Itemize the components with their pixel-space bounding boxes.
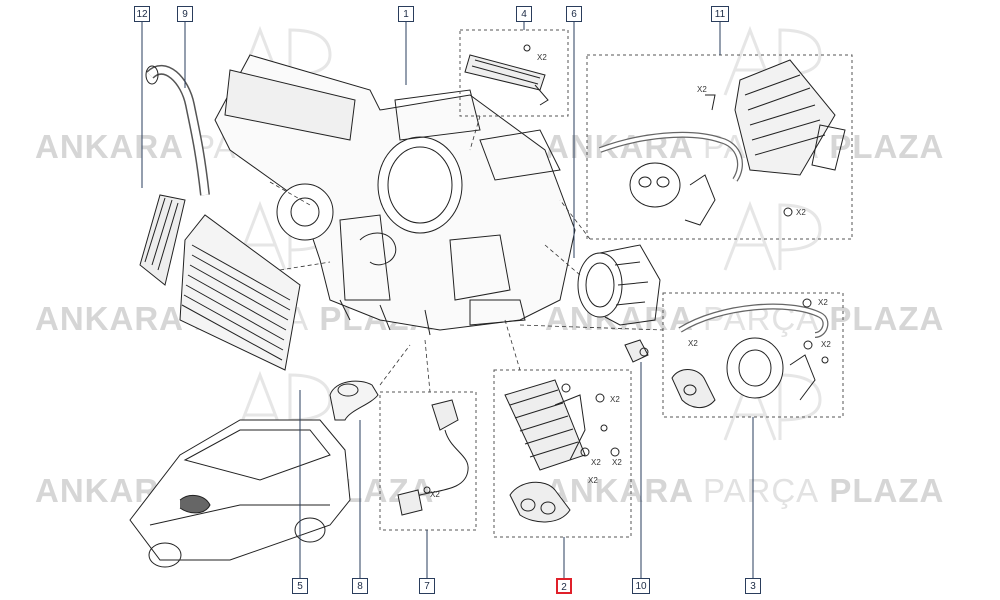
callout-12[interactable]: 12 (134, 6, 150, 22)
actuator-wiring-group (397, 399, 469, 516)
callout-5[interactable]: 5 (292, 578, 308, 594)
blower-motor (577, 244, 661, 326)
cabin-filter (179, 214, 301, 371)
heater-core-group (504, 379, 620, 523)
qty-label: X2 (537, 53, 547, 62)
qty-label: X2 (688, 339, 698, 348)
callout-11[interactable]: 11 (711, 6, 729, 22)
hvac-housing (214, 54, 576, 336)
qty-label: X2 (796, 208, 806, 217)
callout-10[interactable]: 10 (632, 578, 650, 594)
callout-8[interactable]: 8 (352, 578, 368, 594)
qty-label: X2 (821, 340, 831, 349)
heater-core-small (464, 44, 549, 106)
qty-label: X2 (610, 395, 620, 404)
callout-2-highlighted[interactable]: 2 (556, 578, 572, 594)
dashed-pointers (269, 115, 664, 393)
callout-6[interactable]: 6 (566, 6, 582, 22)
actuator-8 (329, 380, 379, 421)
leader-lines (141, 22, 754, 578)
qty-label: X2 (591, 458, 601, 467)
watermark-row-3b: ANKARA PARÇA PLAZA (545, 472, 945, 509)
qty-label: X2 (588, 476, 598, 485)
small-filter (139, 194, 186, 286)
sensor-10 (624, 339, 649, 363)
heater-pipes-group (671, 298, 829, 408)
callout-7[interactable]: 7 (419, 578, 435, 594)
callout-1[interactable]: 1 (398, 6, 414, 22)
qty-label: X2 (612, 458, 622, 467)
callout-4[interactable]: 4 (516, 6, 532, 22)
heater-radiator-group (598, 59, 846, 226)
qty-label: X2 (818, 298, 828, 307)
car-location-illustration (129, 419, 351, 568)
callout-3[interactable]: 3 (745, 578, 761, 594)
qty-label: X2 (697, 85, 707, 94)
duct-hose (145, 64, 210, 196)
callout-9[interactable]: 9 (177, 6, 193, 22)
qty-label: X2 (430, 490, 440, 499)
